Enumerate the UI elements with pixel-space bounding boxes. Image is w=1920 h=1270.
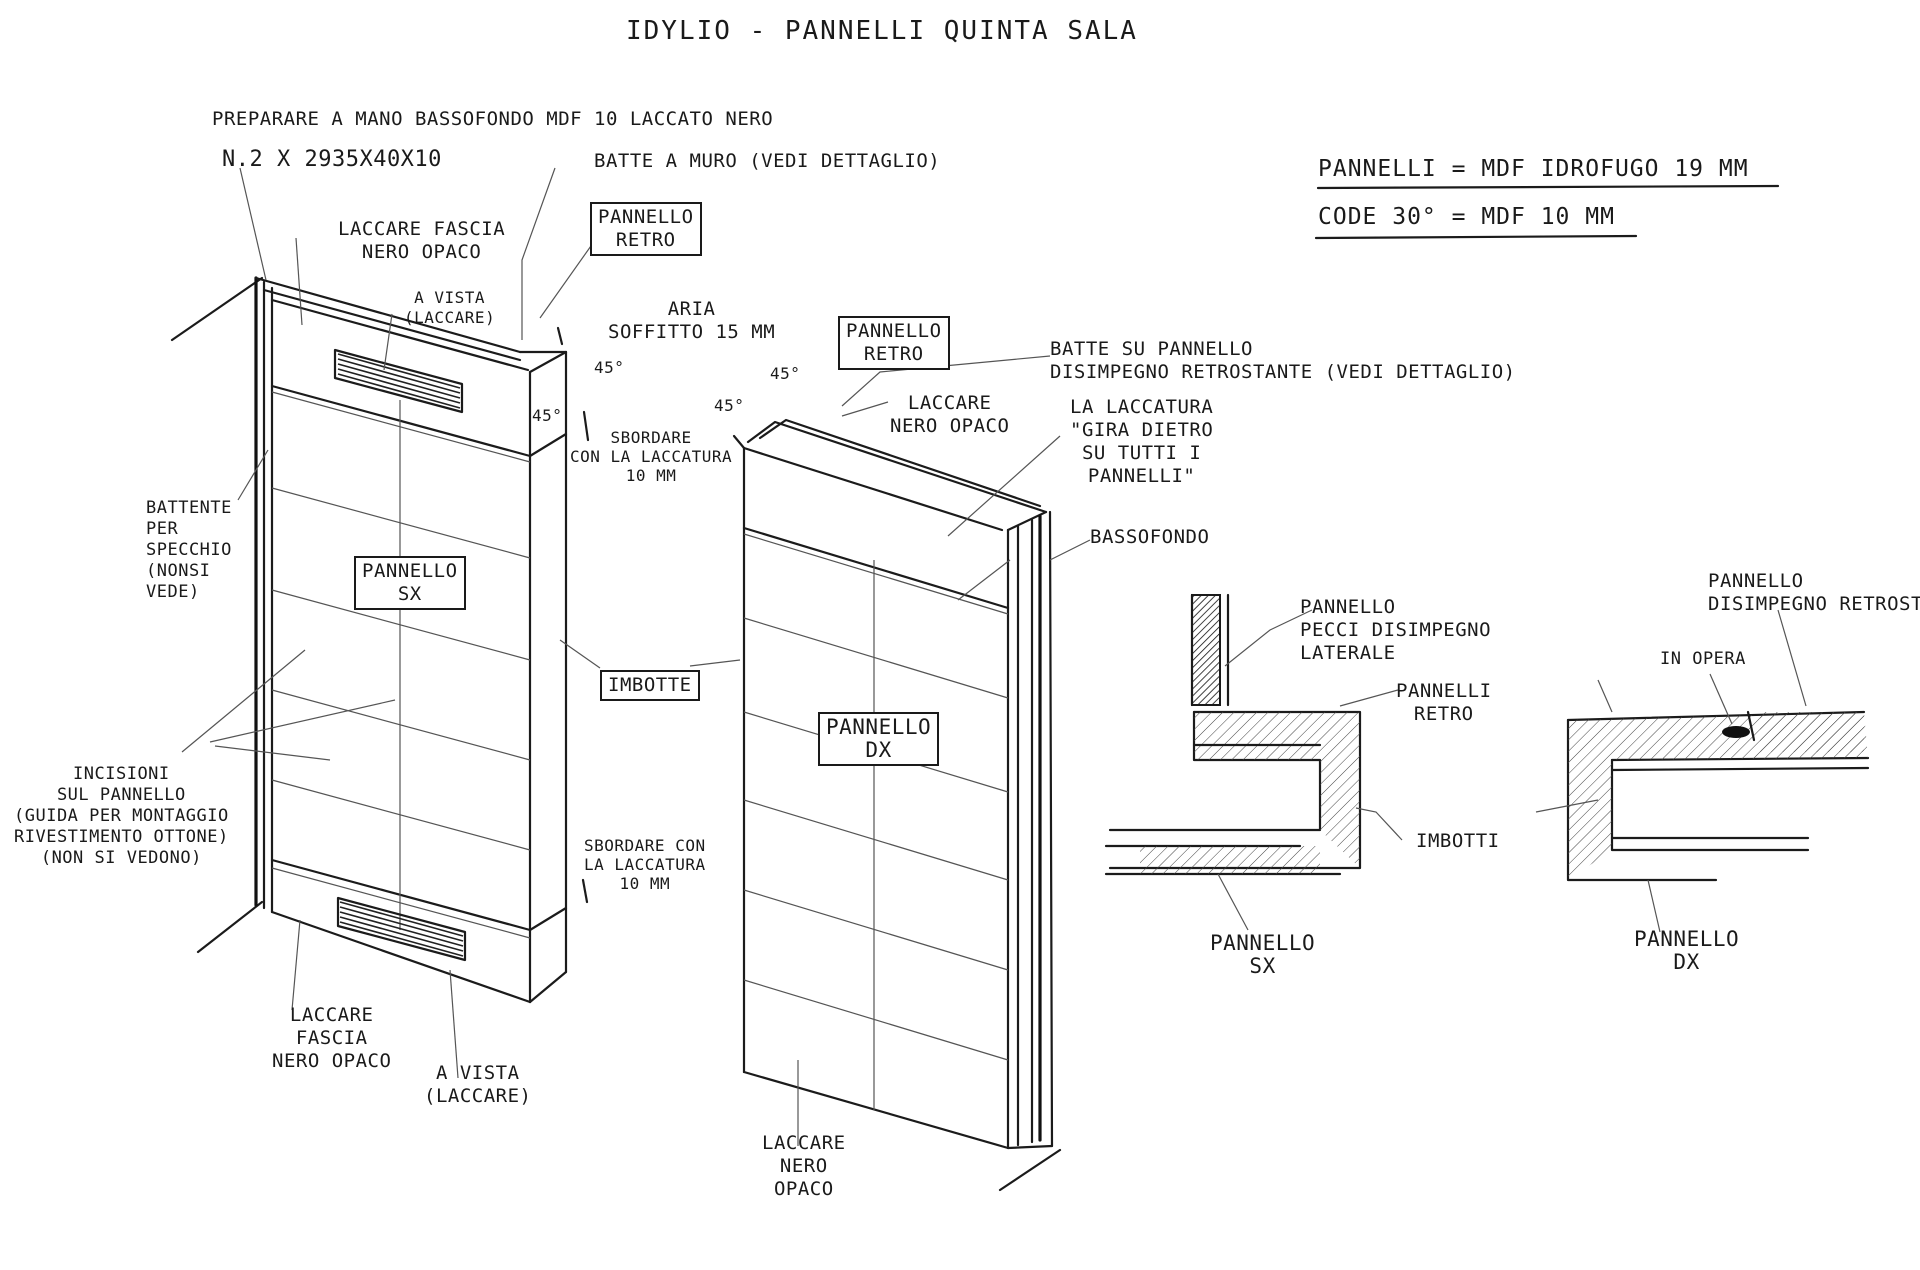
label-laccare-fascia-bottom: LACCARE FASCIA NERO OPACO	[272, 1004, 392, 1072]
label-detail-imbotti: IMBOTTI	[1416, 830, 1500, 852]
label-aria-soffitto: ARIA SOFFITTO 15 MM	[608, 298, 776, 343]
label-laccare-fascia-top: LACCARE FASCIA NERO OPACO	[338, 218, 506, 263]
detail-sx-drawing	[1104, 593, 1403, 931]
bottom-vent	[336, 896, 467, 962]
label-detail-in-opera: IN OPERA	[1660, 649, 1746, 669]
label-laccatura-note: LA LACCATURA "GIRA DIETRO SU TUTTI I PAN…	[1070, 396, 1214, 487]
box-pannello-sx: PANNELLO SX	[354, 556, 466, 610]
label-a-vista-bottom: A VISTA (LACCARE)	[424, 1062, 532, 1107]
note-batte-muro: BATTE A MURO (VEDI DETTAGLIO)	[594, 150, 941, 172]
label-incisioni: INCISIONI SUL PANNELLO (GUIDA PER MONTAG…	[14, 764, 229, 868]
label-detail-pannello-sx: PANNELLO SX	[1210, 931, 1316, 978]
label-detail-disimpegno-retrostante: PANNELLO DISIMPEGNO RETROSTA	[1708, 570, 1920, 615]
label-a-vista-top: A VISTA (LACCARE)	[404, 288, 496, 327]
label-angle-dx-b: 45°	[714, 396, 745, 415]
label-sbordare-bottom: SBORDARE CON LA LACCATURA 10 MM	[584, 836, 706, 893]
spec-code: CODE 30° = MDF 10 MM	[1318, 204, 1615, 230]
note-batte-pannello: BATTE SU PANNELLO DISIMPEGNO RETROSTANTE…	[1050, 338, 1516, 383]
label-angle-dx-a: 45°	[770, 364, 801, 383]
note-quantity: N.2 X 2935X40X10	[222, 147, 442, 172]
box-pannello-dx: PANNELLO DX	[818, 712, 940, 766]
top-vent	[333, 348, 464, 414]
label-angle-sx-a: 45°	[594, 358, 625, 377]
spec-underlines	[1314, 184, 1780, 240]
label-detail-pannello-dx: PANNELLO DX	[1634, 927, 1740, 974]
box-imbotte: IMBOTTE	[600, 670, 700, 701]
box-pannello-retro-dx: PANNELLO RETRO	[838, 316, 950, 370]
label-laccare-dx-bottom: LACCARE NERO OPACO	[762, 1132, 846, 1200]
spec-pannelli: PANNELLI = MDF IDROFUGO 19 MM	[1318, 156, 1749, 182]
detail-dx-drawing	[1535, 609, 1870, 933]
label-detail-pannelli-retro: PANNELLI RETRO	[1396, 680, 1492, 725]
label-bassofondo: BASSOFONDO	[1090, 526, 1210, 548]
page-title: IDYLIO - PANNELLI QUINTA SALA	[626, 16, 1138, 46]
label-angle-sx-b: 45°	[532, 406, 563, 425]
box-pannello-retro-sx: PANNELLO RETRO	[590, 202, 702, 256]
panel-sx-drawing	[170, 167, 601, 1079]
note-prep-bassofondo: PREPARARE A MANO BASSOFONDO MDF 10 LACCA…	[212, 108, 774, 130]
label-laccare-dx-top: LACCARE NERO OPACO	[890, 392, 1010, 437]
panel-dx-drawing	[689, 355, 1091, 1192]
label-battente-specchio: BATTENTE PER SPECCHIO (NONSI VEDE)	[146, 498, 232, 602]
label-detail-disimpegno-laterale: PANNELLO PECCI DISIMPEGNO LATERALE	[1300, 596, 1492, 664]
label-sbordare-top: SBORDARE CON LA LACCATURA 10 MM	[570, 428, 733, 485]
